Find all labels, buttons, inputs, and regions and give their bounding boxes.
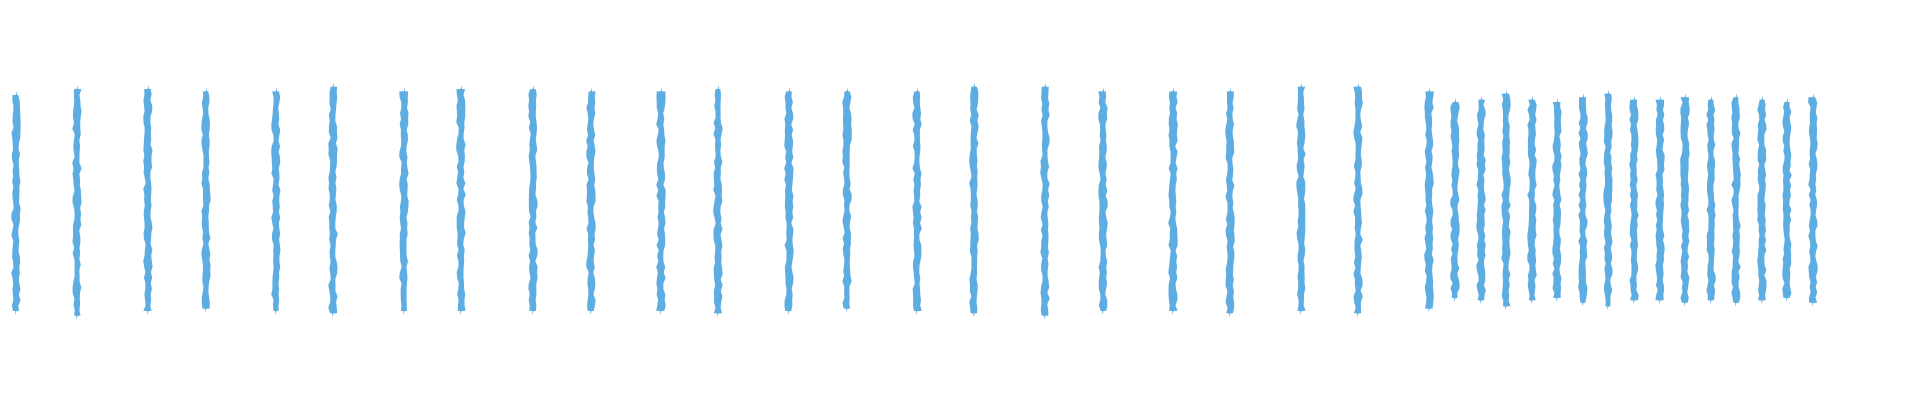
- waveform-burst-edge: [1225, 91, 1235, 314]
- waveform-burst-edge: [1706, 99, 1716, 301]
- waveform-burst-edge: [1476, 99, 1486, 301]
- waveform-burst-edge: [1808, 97, 1818, 303]
- waveform-burst-edge: [586, 91, 596, 311]
- waveform-burst-edge: [271, 91, 281, 311]
- waveform-series: [11, 82, 1818, 320]
- waveform-burst-edge: [11, 95, 21, 311]
- waveform-burst-edge: [72, 89, 82, 316]
- waveform-burst-edge: [399, 91, 409, 311]
- waveform-burst-edge: [1731, 97, 1741, 303]
- waveform-burst-edge: [1603, 93, 1613, 307]
- waveform-burst-edge: [456, 89, 466, 311]
- waveform-burst-edge: [1501, 93, 1511, 307]
- waveform-burst-edge: [842, 91, 852, 309]
- waveform-burst-edge: [1655, 99, 1665, 301]
- waveform-burst-edge: [1578, 97, 1588, 303]
- waveform-burst-edge: [1296, 86, 1306, 311]
- waveform-burst-edge: [1098, 91, 1108, 311]
- waveform-burst-edge: [1527, 99, 1537, 301]
- waveform-burst-edge: [1680, 97, 1690, 303]
- waveform-burst-edge: [1353, 86, 1363, 314]
- waveform-burst-edge: [912, 91, 922, 311]
- waveform-burst-edge: [1450, 102, 1460, 298]
- waveform-burst-edge: [656, 91, 666, 311]
- waveform-burst-edge: [784, 91, 794, 311]
- waveform-burst-edge: [328, 86, 338, 314]
- waveform-burst-edge: [713, 89, 723, 314]
- waveform-burst-edge: [201, 91, 211, 309]
- waveform-burst-edge: [143, 89, 153, 311]
- waveform-burst-edge: [1757, 99, 1767, 301]
- waveform-burst-edge: [969, 86, 979, 314]
- waveform-burst-edge: [1168, 91, 1178, 311]
- waveform-burst-edge: [1040, 86, 1050, 316]
- waveform-burst-edge: [1782, 102, 1792, 298]
- waveform-burst-edge: [528, 89, 538, 311]
- waveform-burst-edge: [1424, 91, 1434, 309]
- waveform-burst-edge: [1629, 99, 1639, 301]
- waveform-burst-edge: [1552, 102, 1562, 298]
